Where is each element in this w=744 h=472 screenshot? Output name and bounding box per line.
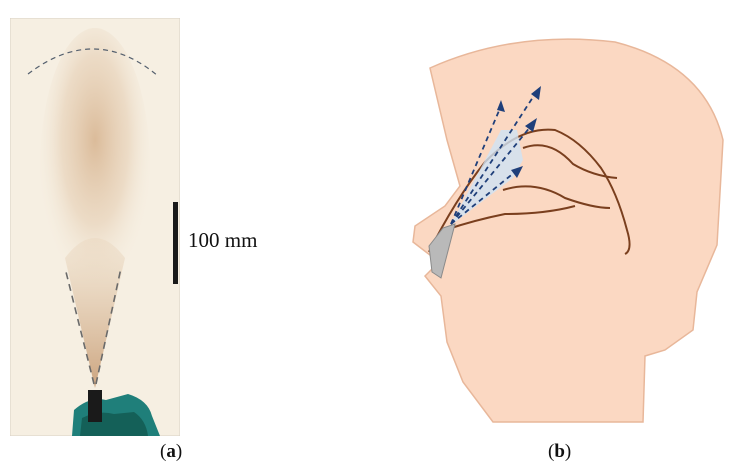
cone-edge-left: [64, 267, 95, 385]
spray-arrow-2: [450, 93, 536, 225]
spray-plume-photo: [10, 18, 180, 436]
spray-cone: [65, 238, 125, 388]
head-silhouette: [412, 38, 724, 423]
nasal-floor: [444, 205, 576, 231]
spray-arrow-3: [450, 125, 532, 225]
scale-bar: [173, 202, 178, 284]
spray-plume: [40, 28, 150, 308]
head-schematic: [412, 38, 724, 423]
spray-arrow-1: [450, 105, 502, 225]
cone-edge-right: [95, 267, 122, 385]
middle-turbinate: [522, 144, 618, 179]
arrowhead-1: [497, 100, 505, 112]
panel-caption-a: (a): [160, 441, 183, 462]
plume-front-arc: [27, 48, 159, 77]
nasal-spray-nozzle: [428, 223, 456, 279]
spray-arrows: [450, 93, 536, 225]
arrowhead-3: [525, 118, 537, 132]
scale-bar-label: 100 mm: [188, 228, 258, 252]
lower-turbinate: [502, 185, 611, 209]
spray-arrowheads: [497, 86, 541, 178]
spray-arrow-4: [450, 171, 516, 225]
arrowhead-2: [531, 86, 541, 100]
spray-nozzle: [88, 390, 102, 422]
arrowhead-4: [511, 166, 523, 178]
panel-caption-b: (b): [548, 441, 572, 462]
nasal-cavity-outline: [428, 128, 631, 255]
